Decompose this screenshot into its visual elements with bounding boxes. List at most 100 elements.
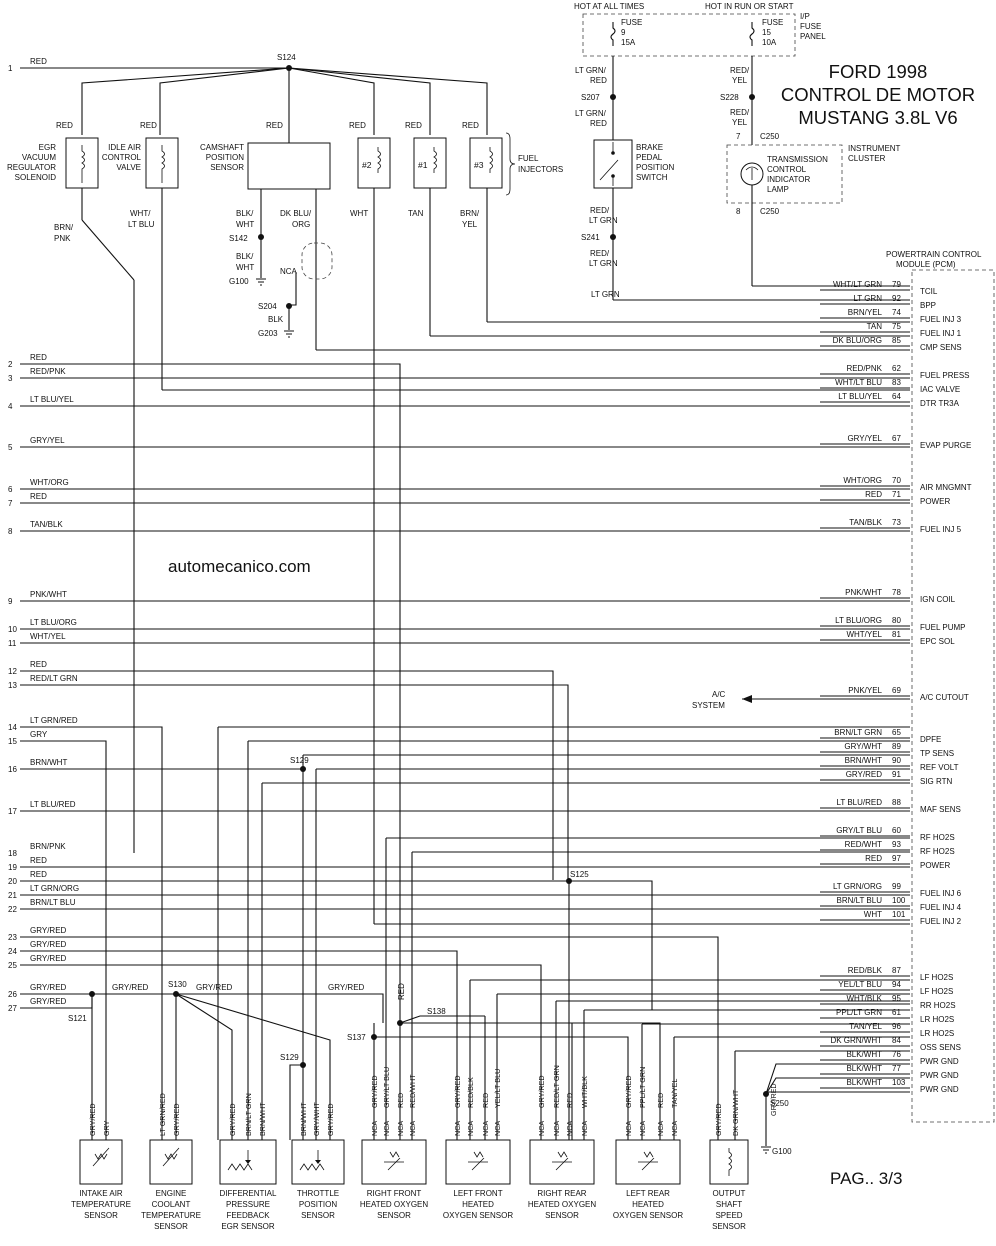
pcm-pin-number: 60 [892, 826, 901, 835]
brake-label-4: SWITCH [636, 173, 668, 182]
pcm-function-label: DTR TR3A [920, 399, 960, 408]
pcm-function-label: TCIL [920, 287, 938, 296]
pcm-pin-number: 78 [892, 588, 901, 597]
iac-label-2: CONTROL [102, 153, 142, 162]
pcm-wire-label: RED/WHT [845, 840, 882, 849]
pcm-function-label: CMP SENS [920, 343, 962, 352]
line-wire-label: LT GRN/RED [30, 716, 78, 725]
pcm-wire-label: PPL/LT GRN [836, 1008, 882, 1017]
pcm-function-label: OSS SENS [920, 1043, 961, 1052]
hot-at-all-times-label: HOT AT ALL TIMES [574, 2, 644, 11]
pcm-function-label: TP SENS [920, 749, 954, 758]
pcm-pin-number: 75 [892, 322, 901, 331]
sensor-wire-label: GRY/RED [453, 1075, 462, 1108]
line-number: 20 [8, 877, 17, 886]
pcm-pin-number: 94 [892, 980, 901, 989]
line-number: 8 [8, 527, 13, 536]
brake-in2-2: RED [590, 119, 607, 128]
line-number: 23 [8, 933, 17, 942]
fuse15-number: 15 [762, 28, 771, 37]
inj2-out: WHT [350, 209, 368, 218]
pcm-function-label: FUEL INJ 3 [920, 315, 962, 324]
pcm-pin-number: 85 [892, 336, 901, 345]
line-wire-label: RED/LT GRN [30, 674, 78, 683]
cmp-label-1: CAMSHAFT [200, 143, 244, 152]
tcil-label-2: CONTROL [767, 165, 807, 174]
pcm-wire-label: GRY/RED [846, 770, 883, 779]
pcm-wire-label: BRN/YEL [848, 308, 883, 317]
ac-label-1: A/C [712, 690, 726, 699]
sensor-pin-label: GRY/RED [714, 1103, 723, 1136]
sensor-name-label: SPEED [715, 1211, 742, 1220]
sensor-wire-label: RED/BLK [466, 1077, 475, 1108]
tcil-label-1: TRANSMISSION [767, 155, 828, 164]
pcm-wire-label: WHT [864, 910, 882, 919]
pcm-function-label: LF HO2S [920, 987, 953, 996]
brake-out2-2: LT GRN [589, 259, 618, 268]
sensor-wire-label: RED/LT GRN [552, 1065, 561, 1108]
line-wire-label: WHT/YEL [30, 632, 66, 641]
lower-harness: GRY/RED GRY/RED GRY/RED GRY/RED RED S125… [20, 363, 910, 1156]
line-wire-label: GRY/RED [30, 997, 67, 1006]
sensor-box [709, 1139, 749, 1185]
sensor-wire-label: RED [565, 1093, 574, 1108]
pcm-function-label: IGN COIL [920, 595, 956, 604]
sensor-pin-label: NCA [382, 1121, 391, 1136]
sensor-pin-label: NCA [453, 1121, 462, 1136]
pcm-pin-number: 70 [892, 476, 901, 485]
line-wire-label: LT BLU/RED [30, 800, 76, 809]
pcm-pin-number: 84 [892, 1036, 901, 1045]
pcm-function-label: FUEL INJ 6 [920, 889, 962, 898]
sensor-name-label: SENSOR [377, 1211, 411, 1220]
pcm-pin-number: 62 [892, 364, 901, 373]
sensor-name-label: HEATED [462, 1200, 494, 1209]
tcil-in2-2: YEL [732, 118, 748, 127]
s204-label: S204 [258, 302, 277, 311]
line-number: 18 [8, 849, 17, 858]
thermistor-icon [162, 1147, 180, 1167]
pcm-wire-label: TAN/YEL [849, 1022, 882, 1031]
coil-icon [728, 1148, 732, 1176]
sensor-pin-label: NCA [466, 1121, 475, 1136]
pcm-function-label: LR HO2S [920, 1029, 954, 1038]
s121-label: S121 [68, 1014, 87, 1023]
pcm-wire-label: LT GRN [853, 294, 882, 303]
pcm-wire-label: PNK/YEL [848, 686, 882, 695]
pcm-wire-label: BLK/WHT [846, 1050, 882, 1059]
pcm-wire-label: PNK/WHT [845, 588, 882, 597]
sensor-name-label: OUTPUT [713, 1189, 746, 1198]
sensor-wire-label: RED [481, 1093, 490, 1108]
pcm-wire-label: YEL/LT BLU [838, 980, 882, 989]
sensor-pin-label: NCA [552, 1121, 561, 1136]
line-number: 5 [8, 443, 13, 452]
pcm-pin-number: 79 [892, 280, 901, 289]
g100b-label: G100 [772, 1147, 792, 1156]
inj2-red: RED [349, 121, 366, 130]
pcm-wire-label: RED/PNK [846, 364, 882, 373]
gry-red-label-c: GRY/RED [328, 983, 365, 992]
fuse15-rating: 10A [762, 38, 777, 47]
pcm-function-label: DPFE [920, 735, 941, 744]
pcm-wire-label: BLK/WHT [846, 1064, 882, 1073]
sensor-name-label: DIFFERENTIAL [220, 1189, 277, 1198]
pcm-function-label: FUEL INJ 4 [920, 903, 962, 912]
line-wire-label: RED [30, 660, 47, 669]
fuel-injectors-label-1: FUEL [518, 154, 539, 163]
line-number: 17 [8, 807, 17, 816]
nca-label: NCA [280, 267, 298, 276]
fuse9-label: FUSE [621, 18, 642, 27]
s241-label: S241 [581, 233, 600, 242]
injector-3-coil-icon [489, 147, 493, 173]
g203-label: G203 [258, 329, 278, 338]
line-number: 3 [8, 374, 13, 383]
tcil-in-1: RED/ [730, 66, 750, 75]
fuse15-symbol [749, 22, 755, 46]
brake-label-1: BRAKE [636, 143, 663, 152]
sensor-pin-label: GRY/RED [228, 1103, 237, 1136]
pcm-pin-number: 69 [892, 686, 901, 695]
line-number: 7 [8, 499, 13, 508]
